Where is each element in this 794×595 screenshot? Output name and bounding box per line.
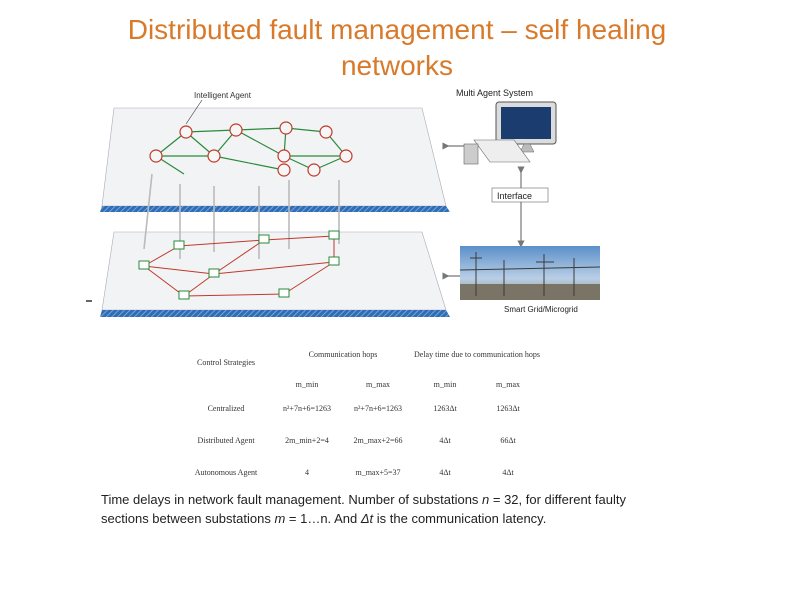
table-cell: 2m_max+2=66 — [342, 424, 414, 456]
computer-icon — [464, 102, 556, 164]
table-cell: 2m_min+2=4 — [272, 424, 342, 456]
header-communication-hops: Communication hops — [272, 332, 414, 376]
table-cell: 4Δt — [414, 424, 476, 456]
table-row: Distributed Agent 2m_min+2=4 2m_max+2=66… — [180, 424, 540, 456]
title-line-1: Distributed fault management – self heal… — [0, 12, 794, 48]
table-cell: 66Δt — [476, 424, 540, 456]
caption-part: = 1…n. And — [285, 511, 361, 526]
self-healing-network-figure: Intelligent Agent Multi Agent System Int… — [84, 84, 604, 319]
figure-caption: Time delays in network fault management.… — [101, 490, 661, 528]
caption-part: is the communication latency. — [373, 511, 546, 526]
table-cell: 1263Δt — [476, 392, 540, 424]
caption-var-dt: Δt — [361, 511, 373, 526]
subheader-delay-min: m_min — [414, 376, 476, 392]
subheader-hops-max: m_max — [342, 376, 414, 392]
grid-plane-edge — [100, 310, 450, 317]
row-name: Centralized — [180, 392, 272, 424]
row-name: Distributed Agent — [180, 424, 272, 456]
table-cell: 4Δt — [414, 456, 476, 488]
row-name: Autonomous Agent — [180, 456, 272, 488]
subheader-hops-min: m_min — [272, 376, 342, 392]
caption-var-m: m — [274, 511, 285, 526]
table-row: Centralized n²+7n+6=1263 n²+7n+6=1263 12… — [180, 392, 540, 424]
interface-label: Interface — [497, 191, 532, 201]
table-cell: 1263Δt — [414, 392, 476, 424]
mas-label: Multi Agent System — [456, 88, 533, 98]
agent-plane-edge — [100, 206, 450, 212]
caption-part: Time delays in network fault management.… — [101, 492, 482, 507]
table-cell: n²+7n+6=1263 — [342, 392, 414, 424]
table-cell: 4Δt — [476, 456, 540, 488]
smart-grid-photo — [460, 246, 600, 300]
slide-bullet-mark — [86, 300, 92, 302]
time-delay-table: Control Strategies Communication hops De… — [180, 332, 540, 488]
table-cell: m_max+5=37 — [342, 456, 414, 488]
table-row: Autonomous Agent 4 m_max+5=37 4Δt 4Δt — [180, 456, 540, 488]
intelligent-agent-label: Intelligent Agent — [194, 91, 252, 100]
table-cell: 4 — [272, 456, 342, 488]
header-delay-time: Delay time due to communication hops — [414, 332, 540, 376]
smart-grid-label: Smart Grid/Microgrid — [504, 305, 578, 314]
header-control-strategies: Control Strategies — [180, 332, 272, 392]
title-line-2: networks — [0, 48, 794, 84]
page-title: Distributed fault management – self heal… — [0, 12, 794, 84]
grid-plane — [102, 232, 446, 310]
subheader-delay-max: m_max — [476, 376, 540, 392]
table-cell: n²+7n+6=1263 — [272, 392, 342, 424]
